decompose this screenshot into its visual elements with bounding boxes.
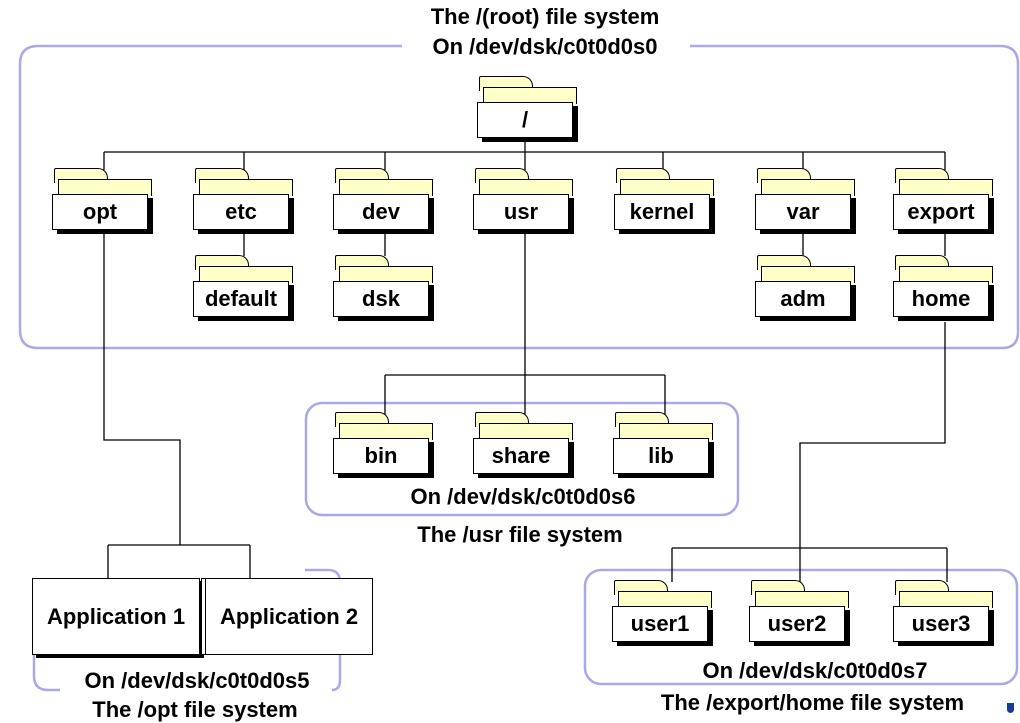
- folder-label: user3: [893, 606, 989, 642]
- folder-label: /: [477, 102, 573, 138]
- folder-back: [755, 591, 849, 608]
- folder-kernel[interactable]: kernel: [614, 168, 718, 236]
- folder-label: adm: [755, 281, 851, 317]
- folder-user2[interactable]: user2: [749, 580, 853, 648]
- folder-user3[interactable]: user3: [893, 580, 997, 648]
- folder-label: dev: [333, 194, 429, 230]
- folder-label: var: [755, 194, 851, 230]
- folder-back: [479, 179, 573, 196]
- folder-label: share: [473, 438, 569, 474]
- folder-back: [761, 179, 855, 196]
- folder-label: export: [893, 194, 989, 230]
- folder-back: [339, 179, 433, 196]
- folder-back: [618, 591, 712, 608]
- usr-region-outline: [304, 401, 740, 517]
- folder-usr[interactable]: usr: [473, 168, 577, 236]
- folder-label: etc: [193, 194, 289, 230]
- folder-back: [339, 266, 433, 283]
- folder-label: dsk: [333, 281, 429, 317]
- home-region-outline: [583, 568, 1019, 686]
- folder-back: [199, 179, 293, 196]
- home-region-device: On /dev/dsk/c0t0d0s7: [702, 658, 928, 683]
- connector-lines: [103, 137, 948, 582]
- opt-region-title: The /opt file system: [92, 697, 298, 722]
- usr-region-title: The /usr file system: [417, 522, 623, 547]
- folder-back: [899, 179, 993, 196]
- usr-region-device: On /dev/dsk/c0t0d0s6: [410, 484, 636, 509]
- folder-bin[interactable]: bin: [333, 412, 437, 480]
- application-2-box[interactable]: Application 2: [205, 578, 373, 655]
- folder-back: [199, 266, 293, 283]
- folder-adm[interactable]: adm: [755, 255, 859, 323]
- folder-opt[interactable]: opt: [52, 168, 156, 236]
- folder-label: usr: [473, 194, 569, 230]
- folder-label: home: [893, 281, 989, 317]
- folder-back: [619, 423, 713, 440]
- folder-var[interactable]: var: [755, 168, 859, 236]
- folder-user1[interactable]: user1: [612, 580, 716, 648]
- folder-label: kernel: [614, 194, 710, 230]
- root-region-device: On /dev/dsk/c0t0d0s0: [432, 34, 658, 59]
- folder-back: [761, 266, 855, 283]
- folder-back: [899, 266, 993, 283]
- folder-label: user1: [612, 606, 708, 642]
- folder-label: lib: [613, 438, 709, 474]
- folder-label: user2: [749, 606, 845, 642]
- folder-label: opt: [52, 194, 148, 230]
- folder-back: [899, 591, 993, 608]
- folder-root[interactable]: /: [477, 76, 581, 142]
- folder-export[interactable]: export: [893, 168, 997, 236]
- folder-etc[interactable]: etc: [193, 168, 297, 236]
- folder-home[interactable]: home: [893, 255, 997, 323]
- folder-default[interactable]: default: [193, 255, 297, 323]
- home-region-title: The /export/home file system: [660, 690, 965, 715]
- folder-label: default: [193, 281, 289, 317]
- folder-back: [339, 423, 433, 440]
- root-region-outline: [18, 44, 1020, 350]
- corner-mark: [1007, 703, 1014, 713]
- application-1-box[interactable]: Application 1: [32, 578, 200, 655]
- folder-back: [620, 179, 714, 196]
- root-region-title: The /(root) file system: [430, 4, 660, 29]
- folder-share[interactable]: share: [473, 412, 577, 480]
- opt-region-device: On /dev/dsk/c0t0d0s5: [84, 668, 310, 693]
- folder-dsk[interactable]: dsk: [333, 255, 437, 323]
- folder-back: [483, 87, 577, 104]
- folder-back: [58, 179, 152, 196]
- folder-back: [479, 423, 573, 440]
- region-outlines: [18, 44, 1020, 692]
- folder-label: bin: [333, 438, 429, 474]
- folder-dev[interactable]: dev: [333, 168, 437, 236]
- folder-lib[interactable]: lib: [613, 412, 717, 480]
